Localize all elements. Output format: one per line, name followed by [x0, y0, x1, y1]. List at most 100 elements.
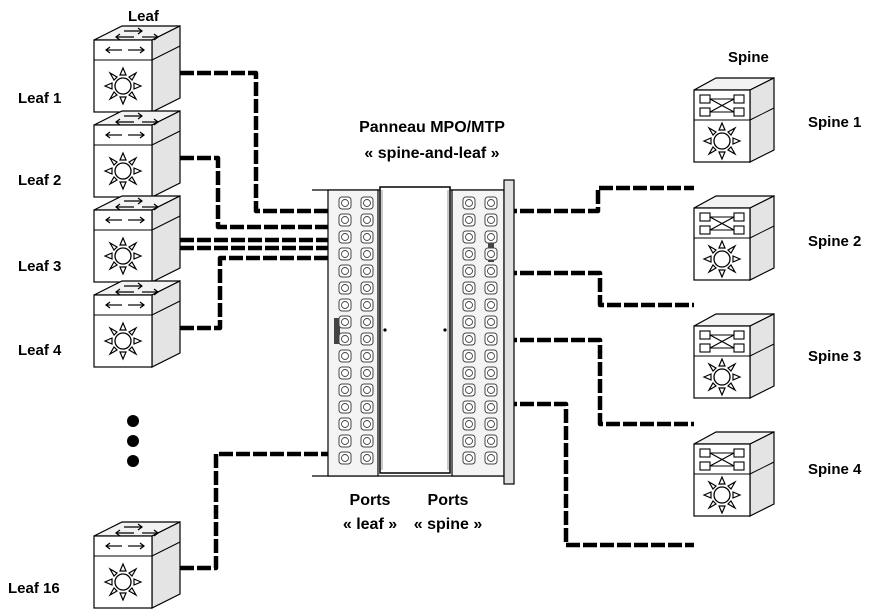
leaf-label-3: Leaf 3: [18, 258, 61, 275]
spine-port: [462, 315, 476, 329]
ports-leaf-line1: Ports: [350, 492, 391, 509]
ports-leaf-line2: « leaf »: [343, 516, 397, 533]
leaf-header: Leaf: [128, 8, 160, 25]
panel-bracket: [503, 179, 515, 485]
spine-port: [484, 332, 498, 346]
spine-label-4: Spine 4: [808, 461, 862, 478]
leaf-label-1: Leaf 1: [18, 90, 61, 107]
spine-port: [484, 400, 498, 414]
cable-spine2: [452, 270, 694, 308]
mpo-mtp-panel: [312, 179, 515, 485]
leaf-port: [338, 451, 352, 465]
leaf-port: [338, 213, 352, 227]
leaf-port: [338, 247, 352, 261]
leaf-port: [360, 383, 374, 397]
spine-port: [484, 434, 498, 448]
spine-port: [462, 264, 476, 278]
leaf-switch-16: [94, 522, 180, 608]
leaf-port: [338, 366, 352, 380]
spine-port: [484, 315, 498, 329]
spine-port: [484, 196, 498, 210]
spine-port: [462, 383, 476, 397]
spine-port: [462, 332, 476, 346]
leaf-port: [338, 230, 352, 244]
leaf-port: [360, 298, 374, 312]
panel-title-line2: « spine-and-leaf »: [364, 145, 499, 162]
spine-label-3: Spine 3: [808, 348, 861, 365]
cable-leaf2: [180, 155, 378, 230]
leaf-port: [338, 383, 352, 397]
spine-port: [462, 400, 476, 414]
spine-port: [484, 230, 498, 244]
spine-switch-3: [694, 314, 774, 398]
leaf-port: [360, 281, 374, 295]
cable-leaf16: [180, 451, 378, 571]
leaf-port: [360, 230, 374, 244]
spine-port: [462, 451, 476, 465]
spine-switch-1: [694, 78, 774, 162]
leaf-label-16: Leaf 16: [8, 580, 60, 597]
leaf-port: [360, 332, 374, 346]
leaf-port: [338, 298, 352, 312]
leaf-switch-3: [94, 196, 180, 282]
leaf-switch-4: [94, 281, 180, 367]
leaf-port: [338, 332, 352, 346]
leaf-label-2: Leaf 2: [18, 172, 61, 189]
spine-label-2: Spine 2: [808, 233, 861, 250]
spine-port: [484, 298, 498, 312]
ellipsis-dots: [127, 415, 139, 467]
leaf-switch-1: [94, 26, 180, 112]
spine-port: [462, 247, 476, 261]
leaf-port: [360, 213, 374, 227]
spine-port: [462, 281, 476, 295]
spine-port: [462, 298, 476, 312]
spine-port: [484, 247, 498, 261]
spine-port: [462, 196, 476, 210]
leaf-port: [360, 349, 374, 363]
spine-port: [462, 213, 476, 227]
leaf-port: [338, 196, 352, 210]
cable-spine1: [452, 185, 694, 214]
leaf-port: [360, 247, 374, 261]
leaf-port: [338, 434, 352, 448]
spine-port: [484, 264, 498, 278]
leaf-port: [338, 281, 352, 295]
spine-port: [484, 366, 498, 380]
spine-port: [484, 417, 498, 431]
spine-port: [484, 281, 498, 295]
leaf-port: [360, 417, 374, 431]
ports-spine-line1: Ports: [428, 492, 469, 509]
leaf-port: [360, 264, 374, 278]
cable-spine3: [452, 337, 694, 427]
spine-header: Spine: [728, 49, 769, 66]
panel-title-line1: Panneau MPO/MTP: [359, 119, 505, 136]
spine-switch-4: [694, 432, 774, 516]
spine-switch-2: [694, 196, 774, 280]
spine-port: [462, 434, 476, 448]
leaf-port: [338, 264, 352, 278]
leaf-port: [338, 400, 352, 414]
spine-port: [484, 213, 498, 227]
leaf-port: [360, 451, 374, 465]
leaf-port: [360, 400, 374, 414]
leaf-port: [338, 349, 352, 363]
spine-port: [462, 349, 476, 363]
spine-port: [462, 366, 476, 380]
leaf-port: [360, 315, 374, 329]
spine-port: [462, 417, 476, 431]
leaf-port: [338, 417, 352, 431]
leaf-port: [360, 366, 374, 380]
spine-port: [484, 349, 498, 363]
leaf-label-4: Leaf 4: [18, 342, 62, 359]
leaf-port: [338, 315, 352, 329]
cable-leaf4: [180, 255, 378, 331]
spine-port: [484, 451, 498, 465]
ports-spine-line2: « spine »: [414, 516, 483, 533]
cable-leaf1: [180, 70, 378, 214]
spine-port: [462, 230, 476, 244]
spine-port: [484, 383, 498, 397]
leaf-switch-2: [94, 111, 180, 197]
panel-center-cassette: [379, 186, 451, 474]
spine-label-1: Spine 1: [808, 114, 861, 131]
leaf-port: [360, 196, 374, 210]
